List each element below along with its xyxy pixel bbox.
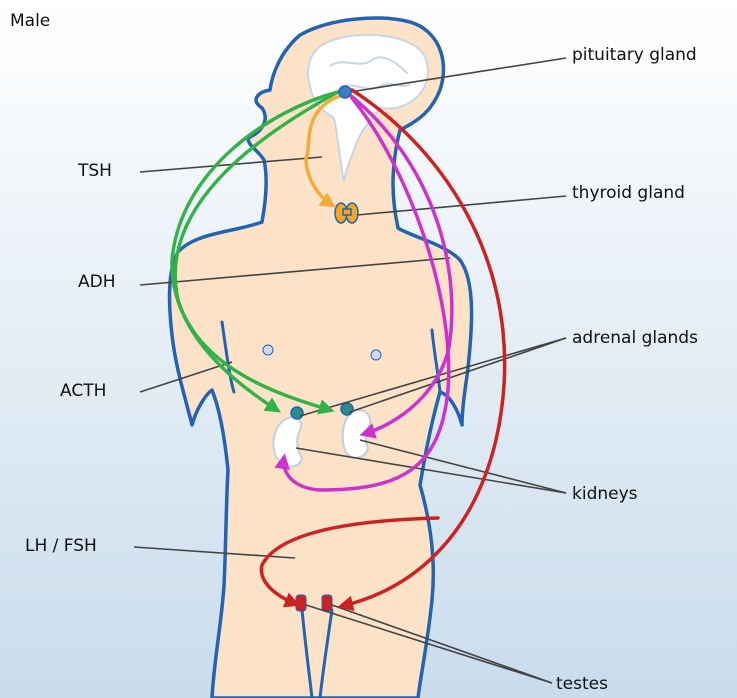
label-adh: ADH [78,274,116,291]
right-adrenal-gland [341,403,353,415]
label-acth: ACTH [60,383,106,400]
diagram-title: Male [10,13,50,30]
pituitary-gland [339,86,351,98]
label-lh-fsh: LH / FSH [25,538,97,555]
label-tsh: TSH [78,163,112,180]
left-nipple [263,345,273,355]
label-testes: testes [556,676,608,693]
label-adrenal-glands: adrenal glands [572,330,698,347]
right-testis [322,595,332,611]
label-kidneys: kidneys [572,486,638,503]
left-testis [296,595,306,611]
label-thyroid-gland: thyroid gland [572,185,685,202]
label-pituitary-gland: pituitary gland [572,47,697,64]
right-nipple [371,350,381,360]
left-adrenal-gland [291,407,303,419]
